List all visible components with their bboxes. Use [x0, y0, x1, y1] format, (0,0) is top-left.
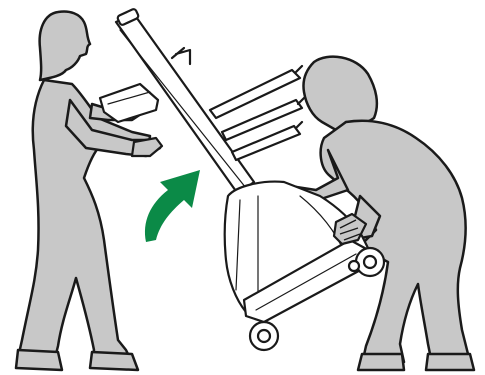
right-person-head — [303, 57, 376, 130]
right-person-shoe-left — [358, 354, 404, 370]
curved-arrow-icon — [145, 170, 200, 242]
left-person — [16, 11, 160, 370]
left-person-shoe-right — [90, 352, 138, 370]
left-person-shoe-left — [16, 350, 62, 370]
cart-wheel-mid — [349, 261, 359, 271]
right-person-shoe-right — [426, 354, 474, 370]
cart-monitor-arm — [100, 84, 158, 122]
left-person-head — [40, 11, 90, 80]
cart-iv-hook — [172, 48, 190, 64]
left-person-hand-grip — [132, 138, 162, 156]
